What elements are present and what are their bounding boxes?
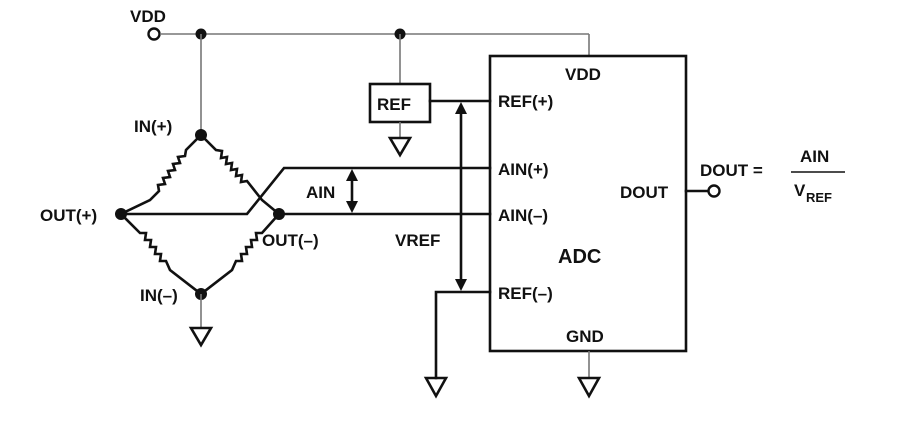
vref-voltage-arrow: [455, 102, 467, 291]
ref-minus-ground-icon: [423, 376, 449, 399]
output-equation-denominator: V: [794, 181, 806, 200]
adc-block: [488, 54, 688, 353]
ref-minus-wire: [434, 290, 492, 380]
adc-pin-gnd: GND: [566, 327, 604, 346]
out-plus-label: OUT(+): [40, 206, 97, 225]
out-plus-to-ain-plus-wire: [119, 166, 492, 216]
out-minus-label: OUT(–): [262, 231, 319, 250]
output-equation-numerator: AIN: [800, 147, 829, 166]
output-equation-left: DOUT =: [700, 161, 763, 180]
adc-pin-ref-plus: REF(+): [498, 92, 553, 111]
adc-pin-ref-minus: REF(–): [498, 284, 553, 303]
bridge-ground-icon: [188, 326, 214, 348]
bridge-resistor-bottom-right: [199, 212, 281, 296]
ain-voltage-arrow: [346, 169, 358, 213]
node-in-plus: [195, 129, 207, 141]
vref-label: VREF: [395, 231, 440, 250]
output-equation-denominator-subscript: REF: [806, 190, 832, 205]
adc-pin-dout: DOUT: [620, 183, 669, 202]
in-plus-label: IN(+): [134, 117, 172, 136]
adc-pin-ain-plus: AIN(+): [498, 160, 549, 179]
ain-label: AIN: [306, 183, 335, 202]
adc-pin-vdd: VDD: [565, 65, 601, 84]
bridge-resistor-top-left: [119, 133, 203, 216]
adc-name: ADC: [558, 246, 601, 268]
ref-block-label: REF: [377, 95, 411, 114]
in-minus-label: IN(–): [140, 286, 178, 305]
vdd-supply-label: VDD: [130, 7, 166, 26]
vdd-terminal: [147, 27, 161, 41]
adc-pin-ain-minus: AIN(–): [498, 206, 548, 225]
dout-terminal: [707, 184, 721, 198]
adc-ground-icon: [576, 376, 602, 399]
bridge-resistor-bottom-left: [119, 212, 203, 296]
bridge-resistor-top-right: [199, 133, 281, 216]
ref-ground-icon: [387, 136, 413, 158]
